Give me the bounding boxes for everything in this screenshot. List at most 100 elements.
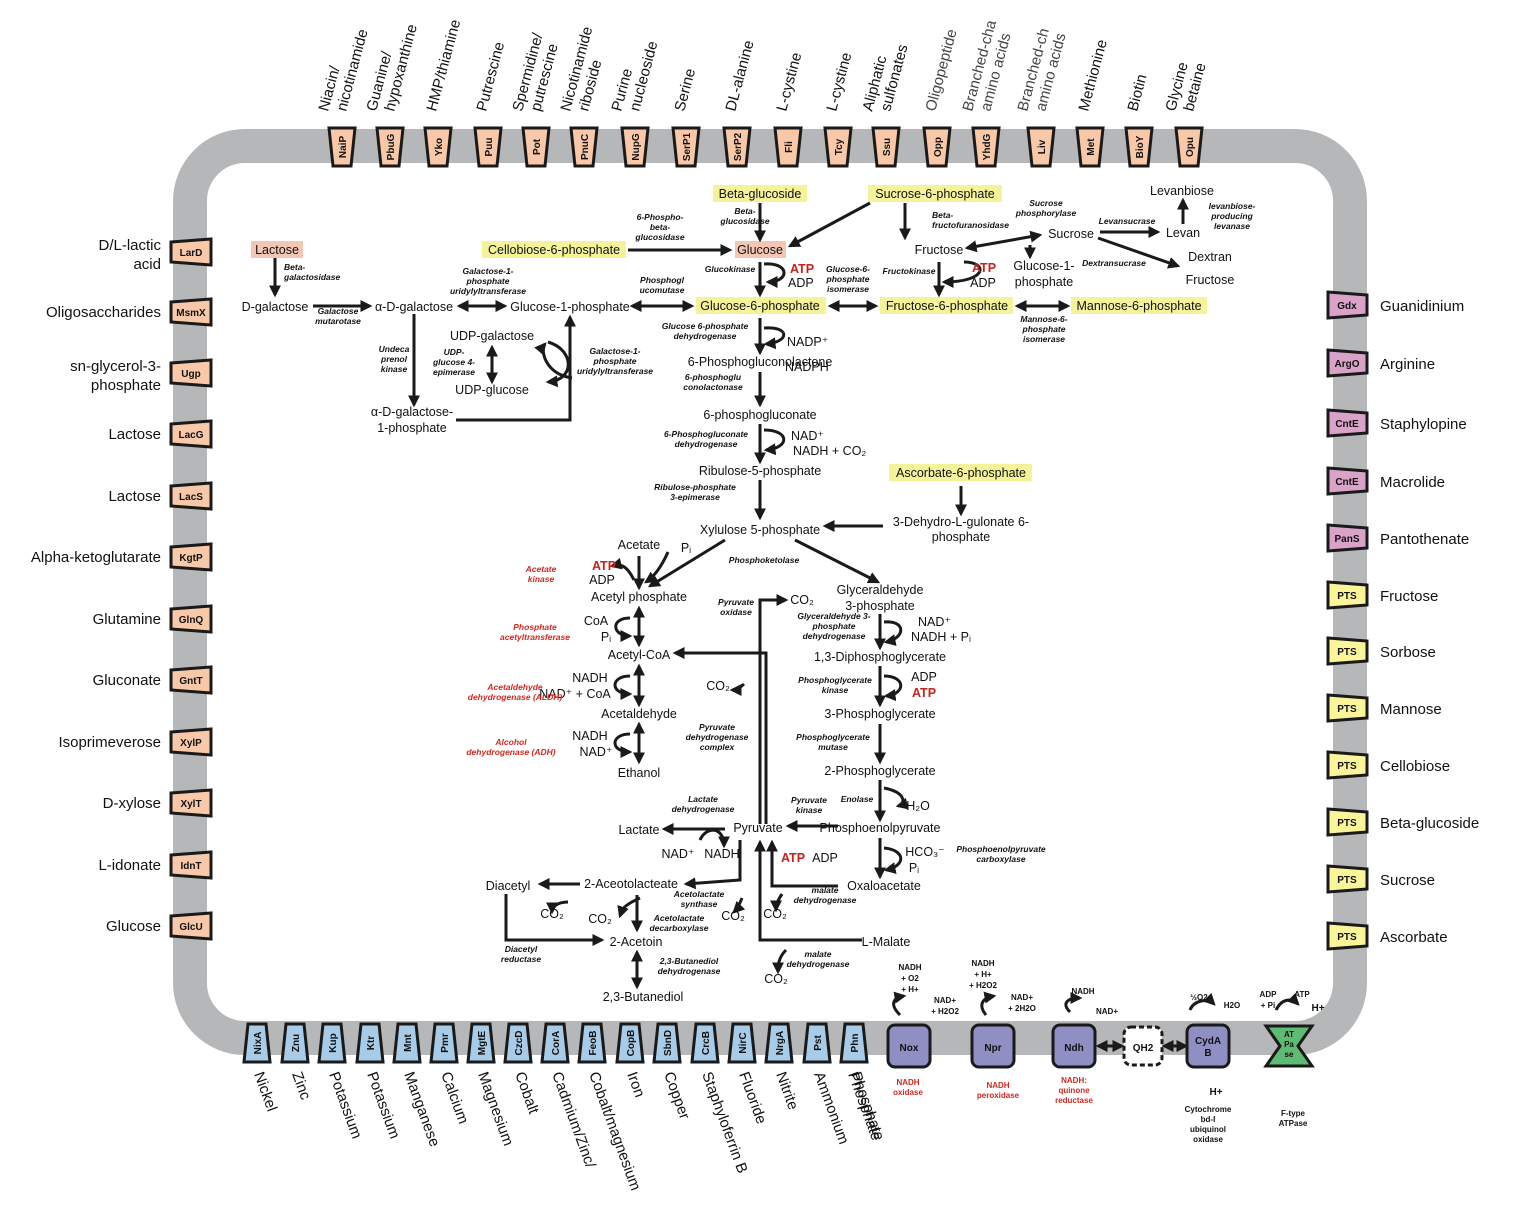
cofactor-arrow (729, 682, 746, 696)
nox-products: + H2O2 (931, 1007, 959, 1016)
substrate-label: Fluoride (735, 1070, 770, 1127)
cofactor-arrow (613, 732, 633, 758)
transporter-code: NixA (253, 1032, 264, 1055)
complex-code: B (1204, 1048, 1211, 1059)
complex-code: Ndh (1064, 1043, 1083, 1054)
cofactor-arrow (763, 262, 786, 288)
transporter-code: XylP (180, 738, 202, 749)
metabolite-pgl: 6-Phosphogluconolactone (688, 355, 833, 369)
complex-shape (1051, 1023, 1097, 1069)
npr-substrates: + H2O2 (969, 981, 997, 990)
cyd-caption: ubiquinol (1190, 1125, 1226, 1134)
atpase-substrates: ADP (1260, 990, 1278, 999)
transporter-shape (1075, 126, 1105, 168)
substrate-label: Serine (671, 67, 699, 113)
metabolite-glucose-1-p: Glucose-1-phosphate (510, 300, 630, 314)
substrate-label: HMP/thiamine (423, 18, 464, 113)
metabolite-glucose-1p-b1: Glucose-1- (1013, 259, 1074, 273)
cofactor-arrow (732, 897, 746, 914)
enzyme-pgd: dehydrogenase (675, 439, 738, 449)
cofactor-arrow (770, 893, 784, 913)
substrate-label: phosphate (91, 377, 161, 394)
transporter-code: ArgO (1335, 359, 1360, 370)
metabolite-dkg-2: phosphate (932, 530, 990, 544)
enzyme-galt1: phosphate (466, 276, 510, 286)
metabolite-d-galactose: D-galactose (242, 300, 309, 314)
complex-code: Npr (984, 1043, 1001, 1054)
pathway-arrow (794, 538, 881, 584)
pathway-arrow (787, 201, 871, 248)
enzyme-gal-mut: mutarotase (315, 316, 361, 326)
enzyme-gapdh: phosphate (812, 621, 856, 631)
substrate-label: Glutamine (93, 611, 161, 628)
nox-caption: NADH (896, 1078, 919, 1087)
highlight-fructose-6p (880, 297, 1013, 314)
metabolite-fructose-6p: Fructose-6-phosphate (886, 299, 1008, 313)
transporter-shape (466, 1022, 496, 1064)
transporter-code: GlcU (179, 922, 202, 933)
metabolite-co2: CO₂ (721, 909, 745, 923)
metabolite-acetyl-coa: Acetyl-CoA (608, 648, 671, 662)
enzyme-pgi: isomerase (827, 284, 869, 294)
transporter-shape (169, 419, 213, 449)
substrate-label: Putrescine (473, 40, 508, 113)
enzyme-galt2: uridylyltransferase (577, 366, 653, 376)
metabolite-mannose-6p: Mannose-6-phosphate (1076, 299, 1201, 313)
transporter-xylp: XylP Isoprimeverose (58, 727, 213, 757)
transporter-code: CorA (551, 1031, 562, 1055)
pathway-arrow (504, 894, 605, 946)
highlight-ascorbate-6p (889, 464, 1032, 481)
atp-label: ATP (972, 261, 996, 275)
pathway-arrow (1097, 236, 1181, 269)
metabolite-pi: Pᵢ (681, 541, 691, 555)
substrate-label: Cellobiose (1380, 758, 1450, 775)
complex-qh2: QH2 (1122, 1025, 1164, 1067)
transporter-code: PnuC (580, 134, 591, 160)
enzyme-udp-epi: glucose 4- (432, 357, 475, 367)
metabolite-pgn: 6-phosphogluconate (703, 408, 816, 422)
transporter-code: NrgA (775, 1031, 786, 1055)
metabolite-pi: Pᵢ (909, 861, 919, 875)
cofactor-arrow (698, 828, 730, 849)
metabolite-pg2: 2-Phosphoglycerate (824, 764, 935, 778)
substrate-label: Isoprimeverose (58, 734, 161, 751)
metabolite-dkg-1: 3-Dehydro-L-gulonate 6- (893, 515, 1029, 529)
enzyme-undeca: kinase (381, 364, 408, 374)
enzyme-undeca: Undeca (379, 344, 410, 354)
enzyme-ald: Acetolactate (653, 913, 705, 923)
substrate-label: Sucrose (1380, 872, 1435, 889)
transporter-code: SerP2 (733, 132, 744, 161)
metabolite-adp: ADP (970, 276, 996, 290)
enzyme-beta-gal: galactosidase (283, 272, 340, 282)
transporter-shape (169, 297, 213, 327)
transporter-code: Ktr (366, 1036, 377, 1051)
enzyme-gapdh: Glyceraldehyde 3- (797, 611, 870, 621)
metabolite-nadp: NADP⁺ (787, 335, 828, 349)
transporter-shape (317, 1022, 347, 1064)
substrate-label: Mannose (1380, 701, 1442, 718)
transporter-shape (355, 1022, 385, 1064)
transporter-code: CrcB (701, 1031, 712, 1055)
metabolite-sucrose: Sucrose (1048, 227, 1094, 241)
nox-substrates: + O2 (901, 974, 919, 983)
transporter-shape (1326, 921, 1369, 951)
substrate-label: L-idonate (98, 857, 161, 874)
complex-code: Nox (900, 1043, 919, 1054)
enzyme-pgm: ucomutase (640, 285, 685, 295)
transporter-shape (773, 126, 803, 168)
substrate-label: Biotin (1124, 72, 1150, 113)
enzyme-dar: reductase (501, 954, 541, 964)
complex-code: AT (1284, 1030, 1294, 1039)
transporter-code: NupG (631, 133, 642, 160)
metabolite-co2: CO₂ (763, 907, 787, 921)
enzyme-mpi: isomerase (1023, 334, 1065, 344)
enzyme-galt2: Galactose-1- (589, 346, 640, 356)
transporter-shape (423, 126, 453, 168)
substrate-label: Phosphate (844, 1070, 885, 1143)
substrate-label: Lactose (108, 488, 161, 505)
